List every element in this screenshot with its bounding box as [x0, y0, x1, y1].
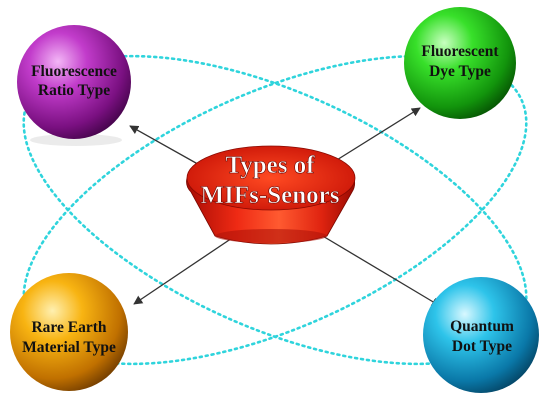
- node-label-line-1: Rare Earth: [31, 319, 106, 336]
- node-label-line-1: Quantum: [450, 318, 514, 335]
- sphere-green: [404, 7, 516, 119]
- sphere-cyan: [423, 277, 539, 393]
- center-bowl: Types of MIFs-Senors: [186, 145, 356, 245]
- bowl-base: [215, 229, 327, 243]
- bowl-rim: [186, 145, 356, 211]
- node-label-line-2: Dye Type: [429, 63, 491, 80]
- node-fluorescent-dye: Fluorescent Dye Type: [404, 7, 516, 119]
- arrow-to-fluorescent-dye: [323, 107, 421, 169]
- node-label-line-1: Fluorescent: [421, 43, 499, 60]
- node-label-line-1: Fluorescence: [31, 63, 117, 80]
- node-label-line-2: Ratio Type: [38, 82, 110, 99]
- center-title-line-2: MIFs-Senors: [201, 182, 340, 209]
- center-title-line-1: Types of: [225, 152, 315, 179]
- node-label-line-2: Dot Type: [452, 338, 512, 355]
- arrow-to-quantum-dot: [315, 231, 441, 307]
- node-quantum-dot: Quantum Dot Type: [423, 277, 539, 393]
- node-fluorescence-ratio: Fluorescence Ratio Type: [17, 25, 131, 146]
- sphere-purple: [17, 25, 131, 139]
- node-rare-earth: Rare Earth Material Type: [10, 273, 128, 391]
- node-label-line-2: Material Type: [22, 339, 116, 356]
- sphere-orange: [10, 273, 128, 391]
- sphere-shadow: [30, 134, 122, 146]
